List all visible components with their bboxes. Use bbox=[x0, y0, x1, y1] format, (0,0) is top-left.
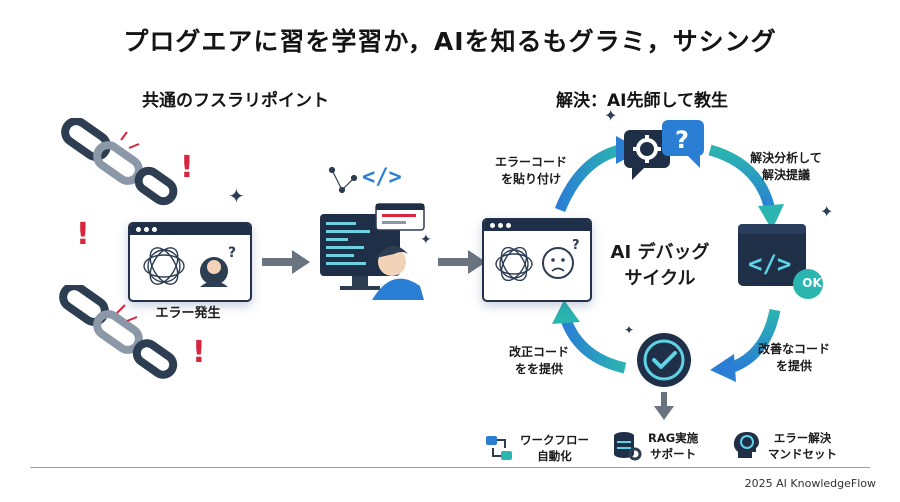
broken-chain-icon-lower bbox=[59, 285, 178, 379]
check-circle-icon bbox=[637, 333, 691, 387]
arrow-right-icon bbox=[262, 250, 310, 274]
right-heading: 解決：AI先師して教生 bbox=[556, 91, 728, 111]
footer-credit: 2025 AI KnowledgeFlow bbox=[744, 477, 876, 490]
left-heading: 共通のフスラリポイント bbox=[142, 91, 329, 111]
svg-text:?: ? bbox=[675, 126, 689, 154]
left-window-label: エラー発生 bbox=[155, 306, 221, 321]
alert-icon: ! bbox=[192, 335, 206, 370]
workflow-icon bbox=[486, 436, 512, 460]
tangled-knot-icon: ? bbox=[143, 245, 236, 287]
bottom-item-mindset: エラー解決マンドセット bbox=[732, 430, 837, 462]
step-analyze-label: 解決分析して解決提議 bbox=[750, 151, 822, 182]
ok-badge: OK bbox=[802, 276, 822, 290]
cycle-center-label: AI デバッグ サイクル bbox=[610, 242, 710, 289]
svg-text:</>: </> bbox=[748, 250, 791, 278]
footer-divider bbox=[30, 467, 870, 468]
programmer-workstation-icon: </> bbox=[320, 165, 425, 300]
sparkle-icon: ✦ bbox=[228, 184, 245, 208]
bottom-item-rag: RAG実施サポート bbox=[612, 430, 698, 462]
sparkle-icon: ✦ bbox=[624, 323, 635, 337]
sparkle-icon: ✦ bbox=[604, 106, 618, 125]
bottom-item-workflow: ワークフロー自動化 bbox=[484, 432, 589, 464]
gear-question-icon: ? bbox=[624, 120, 704, 180]
arrow-down-icon bbox=[654, 392, 674, 420]
code-ok-window: </> bbox=[738, 224, 823, 299]
cycle-error-window: ? bbox=[482, 218, 592, 302]
error-window: ? bbox=[128, 222, 252, 302]
tangled-knot-icon: ? bbox=[495, 238, 580, 282]
sparkle-icon: ✦ bbox=[820, 202, 834, 221]
step-paste-label: エラーコードを貼り付け bbox=[494, 155, 567, 186]
arrow-right-icon bbox=[438, 250, 486, 274]
broken-chain-icon bbox=[61, 118, 178, 206]
svg-text:?: ? bbox=[228, 245, 236, 261]
svg-text:</>: </> bbox=[362, 165, 402, 190]
step-fix-label: 改正コードをを提供 bbox=[508, 345, 569, 376]
alert-icon: ! bbox=[180, 150, 194, 185]
cycle-arrows bbox=[552, 136, 784, 382]
svg-text:?: ? bbox=[572, 238, 580, 253]
sparkle-icon: ✦ bbox=[420, 232, 432, 248]
step-improve-label: 改善なコードを提供 bbox=[757, 342, 830, 373]
page-title: プログエアに習を学習か，AIを知るもグラミ，サシング bbox=[123, 27, 777, 56]
alert-icon: ! bbox=[76, 217, 90, 252]
brain-head-icon bbox=[733, 432, 759, 458]
database-gear-icon bbox=[614, 432, 642, 461]
